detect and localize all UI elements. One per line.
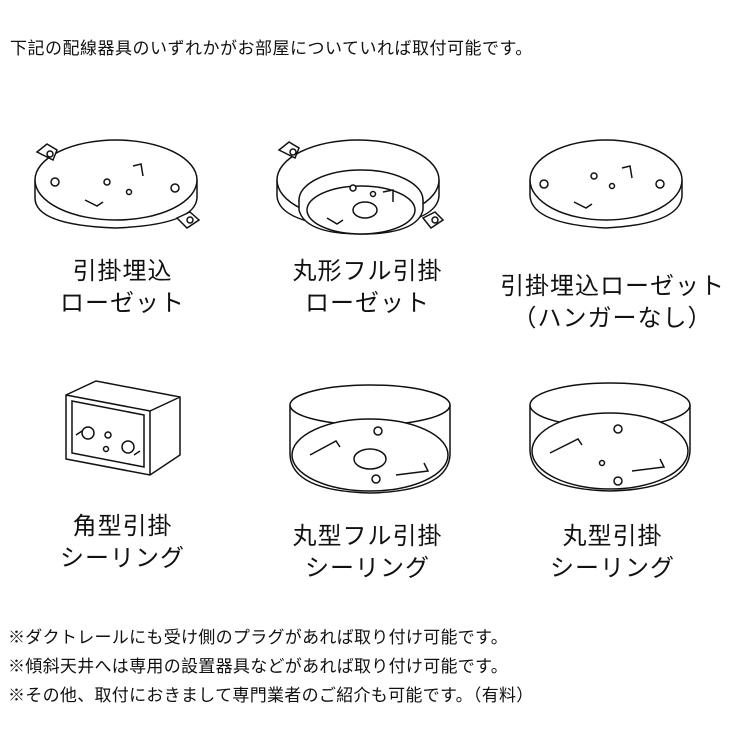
label-line2: シーリング (550, 554, 675, 582)
label-line1: 丸型フル引掛 (292, 522, 443, 550)
label-line2: シーリング (305, 554, 430, 582)
embedded-rosette-no-hanger-illustration (510, 130, 700, 240)
square-ceiling-illustration (50, 375, 230, 485)
round-full-ceiling-illustration (280, 375, 460, 500)
fixture-round-full-ceiling: 丸型フル引掛 シーリング (245, 375, 490, 595)
fixture-round-ceiling: 丸型引掛 シーリング (490, 375, 735, 595)
label-line1: 引掛埋込 (72, 257, 173, 285)
label-line1: 丸形フル引掛 (292, 257, 443, 285)
label-line2: ローゼット (60, 289, 185, 317)
round-full-rosette-illustration (265, 130, 455, 240)
label-line2: ローゼット (305, 289, 430, 317)
note-duct-rail: ※ダクトレールにも受け側のプラグがあれば取り付け可能です。 (8, 628, 508, 648)
label-line2: （ハンガーなし） (512, 304, 713, 332)
note-installer-referral: ※その他、取付におきまして専門業者のご紹介も可能です。（有料） (8, 686, 534, 706)
fixture-embedded-rosette: 引掛埋込 ローゼット (0, 130, 245, 330)
intro-text: 下記の配線器具のいずれかがお部屋についていれば取付可能です。 (10, 39, 533, 59)
fixture-embedded-rosette-no-hanger: 引掛埋込ローゼット （ハンガーなし） (490, 130, 735, 332)
notes: ※ダクトレールにも受け側のプラグがあれば取り付け可能です。 ※傾斜天井へは専用の… (8, 624, 534, 711)
round-ceiling-illustration (522, 375, 702, 500)
note-sloped-ceiling: ※傾斜天井へは専用の設置器具などがあれば取り付け可能です。 (8, 657, 508, 677)
embedded-rosette-illustration (25, 130, 215, 240)
label-line1: 丸型引掛 (562, 522, 663, 550)
label-line1: 引掛埋込ローゼット (500, 272, 725, 300)
label-line1: 角型引掛 (72, 512, 173, 540)
fixture-square-ceiling: 角型引掛 シーリング (0, 375, 245, 595)
fixture-round-full-rosette: 丸形フル引掛 ローゼット (245, 130, 490, 330)
label-line2: シーリング (60, 544, 185, 572)
